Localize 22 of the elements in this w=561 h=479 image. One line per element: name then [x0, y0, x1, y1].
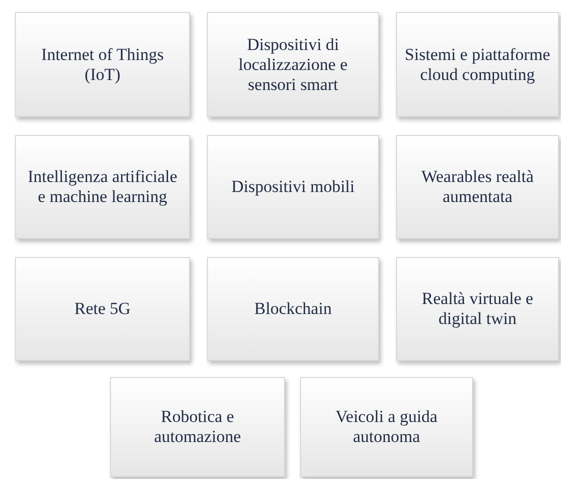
topic-card [396, 135, 559, 239]
topic-card [207, 12, 379, 117]
card-label: Intelligenza artificiale e machine learning [26, 167, 178, 207]
topic-card [207, 257, 379, 361]
card-label: Rete 5G [73, 299, 132, 319]
card-label: Internet of Things (IoT) [40, 44, 165, 84]
topic-card [207, 135, 379, 239]
card-label: Veicoli a guida autonoma [334, 407, 438, 447]
topic-card [15, 135, 190, 239]
topic-card [15, 12, 190, 117]
topic-card [15, 257, 190, 361]
topic-card [300, 377, 473, 477]
topic-card [396, 12, 559, 117]
card-label: Sistemi e piattaforme cloud computing [404, 44, 552, 84]
topic-card [110, 377, 285, 477]
card-label: Wearables realtà aumentata [420, 167, 535, 207]
card-label: Robotica e automazione [153, 407, 242, 447]
card-label: Blockchain [253, 299, 333, 319]
topic-card [396, 257, 559, 361]
card-label: Realtà virtuale e digital twin [420, 289, 534, 329]
card-label: Dispositivi mobili [230, 177, 356, 197]
card-label: Dispositivi di localizzazione e sensori smart [237, 34, 348, 94]
